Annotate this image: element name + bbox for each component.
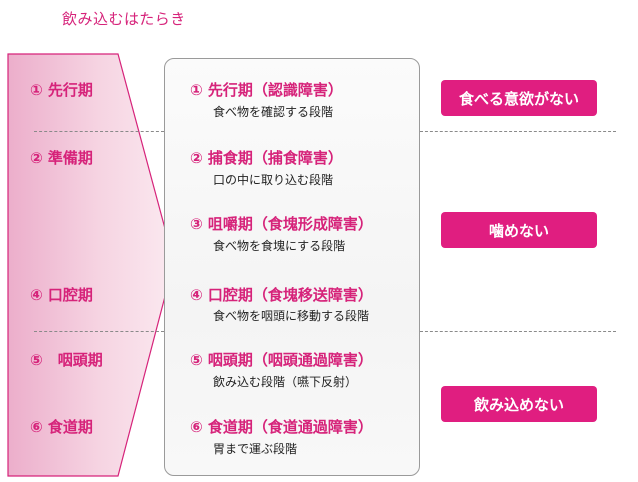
detail-desc-intou: 飲み込む段階（嚥下反射）: [213, 375, 358, 389]
divider-left-2: [34, 331, 164, 332]
stage-label-koukuu: ④ 口腔期: [30, 286, 93, 304]
detail-desc-hoshoku: 口の中に取り込む段階: [213, 173, 334, 187]
detail-desc-koukuu: 食べ物を咽頭に移動する段階: [213, 309, 370, 323]
stage-label-intou: ⑤ 咽頭期: [30, 351, 103, 369]
divider-right-1: [420, 131, 616, 132]
stage-label-senkou: ① 先行期: [30, 81, 93, 99]
detail-title-soshaku: ③ 咀嚼期（食塊形成障害）: [190, 215, 373, 233]
divider-left-1: [34, 131, 164, 132]
detail-desc-senkou: 食べ物を確認する段階: [213, 105, 334, 119]
detail-panel: [164, 58, 420, 476]
detail-title-shokudou: ⑥ 食道期（食道通過障害）: [190, 418, 373, 436]
detail-title-hoshoku: ② 捕食期（捕食障害）: [190, 149, 343, 167]
detail-desc-soshaku: 食べ物を食塊にする段階: [213, 239, 346, 253]
detail-desc-shokudou: 胃まで運ぶ段階: [213, 442, 298, 456]
detail-title-senkou: ① 先行期（認識障害）: [190, 81, 343, 99]
divider-right-2: [420, 331, 616, 332]
problem-box-cannot-chew: 噛めない: [441, 212, 597, 248]
detail-title-koukuu: ④ 口腔期（食塊移送障害）: [190, 286, 373, 304]
problem-box-no-appetite: 食べる意欲がない: [441, 80, 597, 116]
diagram-title: 飲み込むはたらき: [62, 10, 186, 28]
detail-title-intou: ⑤ 咽頭期（咽頭通過障害）: [190, 351, 373, 369]
stage-label-shokudou: ⑥ 食道期: [30, 418, 93, 436]
problem-box-cannot-swallow: 飲み込めない: [441, 386, 597, 422]
stage-label-junbi: ② 準備期: [30, 149, 93, 167]
